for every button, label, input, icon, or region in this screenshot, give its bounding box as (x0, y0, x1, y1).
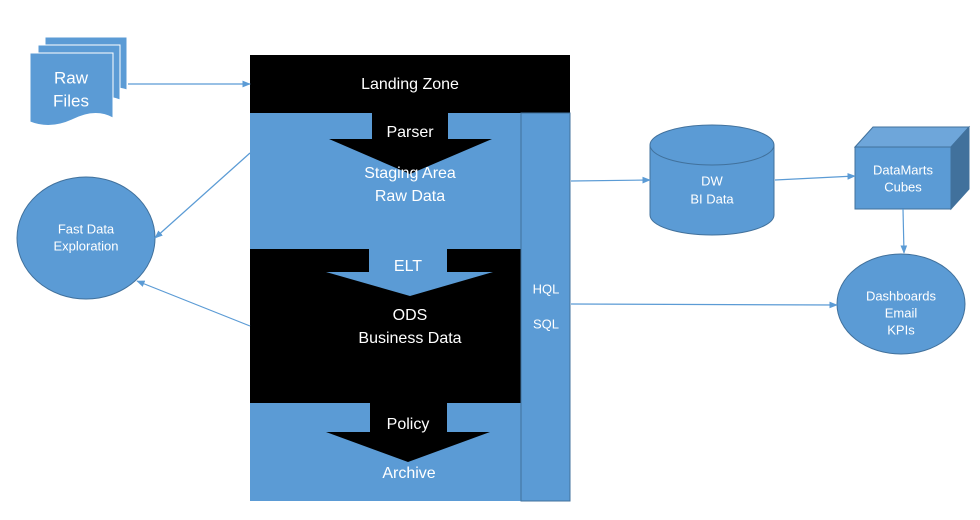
policy-arrow (326, 403, 490, 462)
dw-label-2: BI Data (690, 191, 734, 206)
fast-data-label-1: Fast Data (58, 221, 115, 236)
dashboards-node: Dashboards Email KPIs (836, 253, 966, 355)
raw-files-label-2: Files (53, 91, 89, 110)
datamarts-node: DataMarts Cubes (853, 125, 971, 211)
raw-files-label-1: Raw (54, 68, 89, 87)
parser-label: Parser (386, 124, 434, 141)
landing-zone-label: Landing Zone (361, 76, 459, 93)
elt-label: ELT (394, 258, 422, 275)
elt-arrow (326, 249, 493, 296)
raw-files-node: Raw Files (29, 36, 128, 126)
dw-label-1: DW (701, 173, 723, 188)
connector-datamarts-to-dashboards (900, 208, 908, 254)
staging-label-2: Raw Data (375, 188, 445, 205)
dashboards-label-2: Email (885, 305, 918, 320)
policy-label: Policy (387, 416, 430, 433)
fast-data-node: Fast Data Exploration (16, 176, 156, 300)
pipeline-column: Landing Zone Parser Staging Area Raw Dat… (250, 55, 571, 502)
fast-data-label-2: Exploration (53, 238, 118, 253)
connector-query-to-dashboards (570, 301, 838, 309)
dw-node: DW BI Data (649, 124, 775, 236)
landing-zone-block (250, 55, 570, 113)
archive-label: Archive (382, 465, 435, 482)
staging-label-1: Staging Area (364, 165, 456, 182)
dashboards-label-1: Dashboards (866, 288, 937, 303)
datamarts-label-1: DataMarts (873, 162, 933, 177)
connector-query-to-dw (570, 176, 651, 184)
hql-label: HQL (533, 281, 560, 296)
connector-staging-to-fastdata (154, 152, 251, 239)
query-bar (520, 112, 571, 502)
datamarts-label-2: Cubes (884, 179, 922, 194)
ods-label-1: ODS (393, 307, 428, 324)
dashboards-label-3: KPIs (887, 322, 915, 337)
ods-label-2: Business Data (358, 330, 461, 347)
connector-ods-to-fastdata (136, 280, 251, 327)
connector-dw-to-datamarts (774, 173, 856, 181)
parser-arrow (329, 113, 492, 174)
sql-label: SQL (533, 316, 559, 331)
